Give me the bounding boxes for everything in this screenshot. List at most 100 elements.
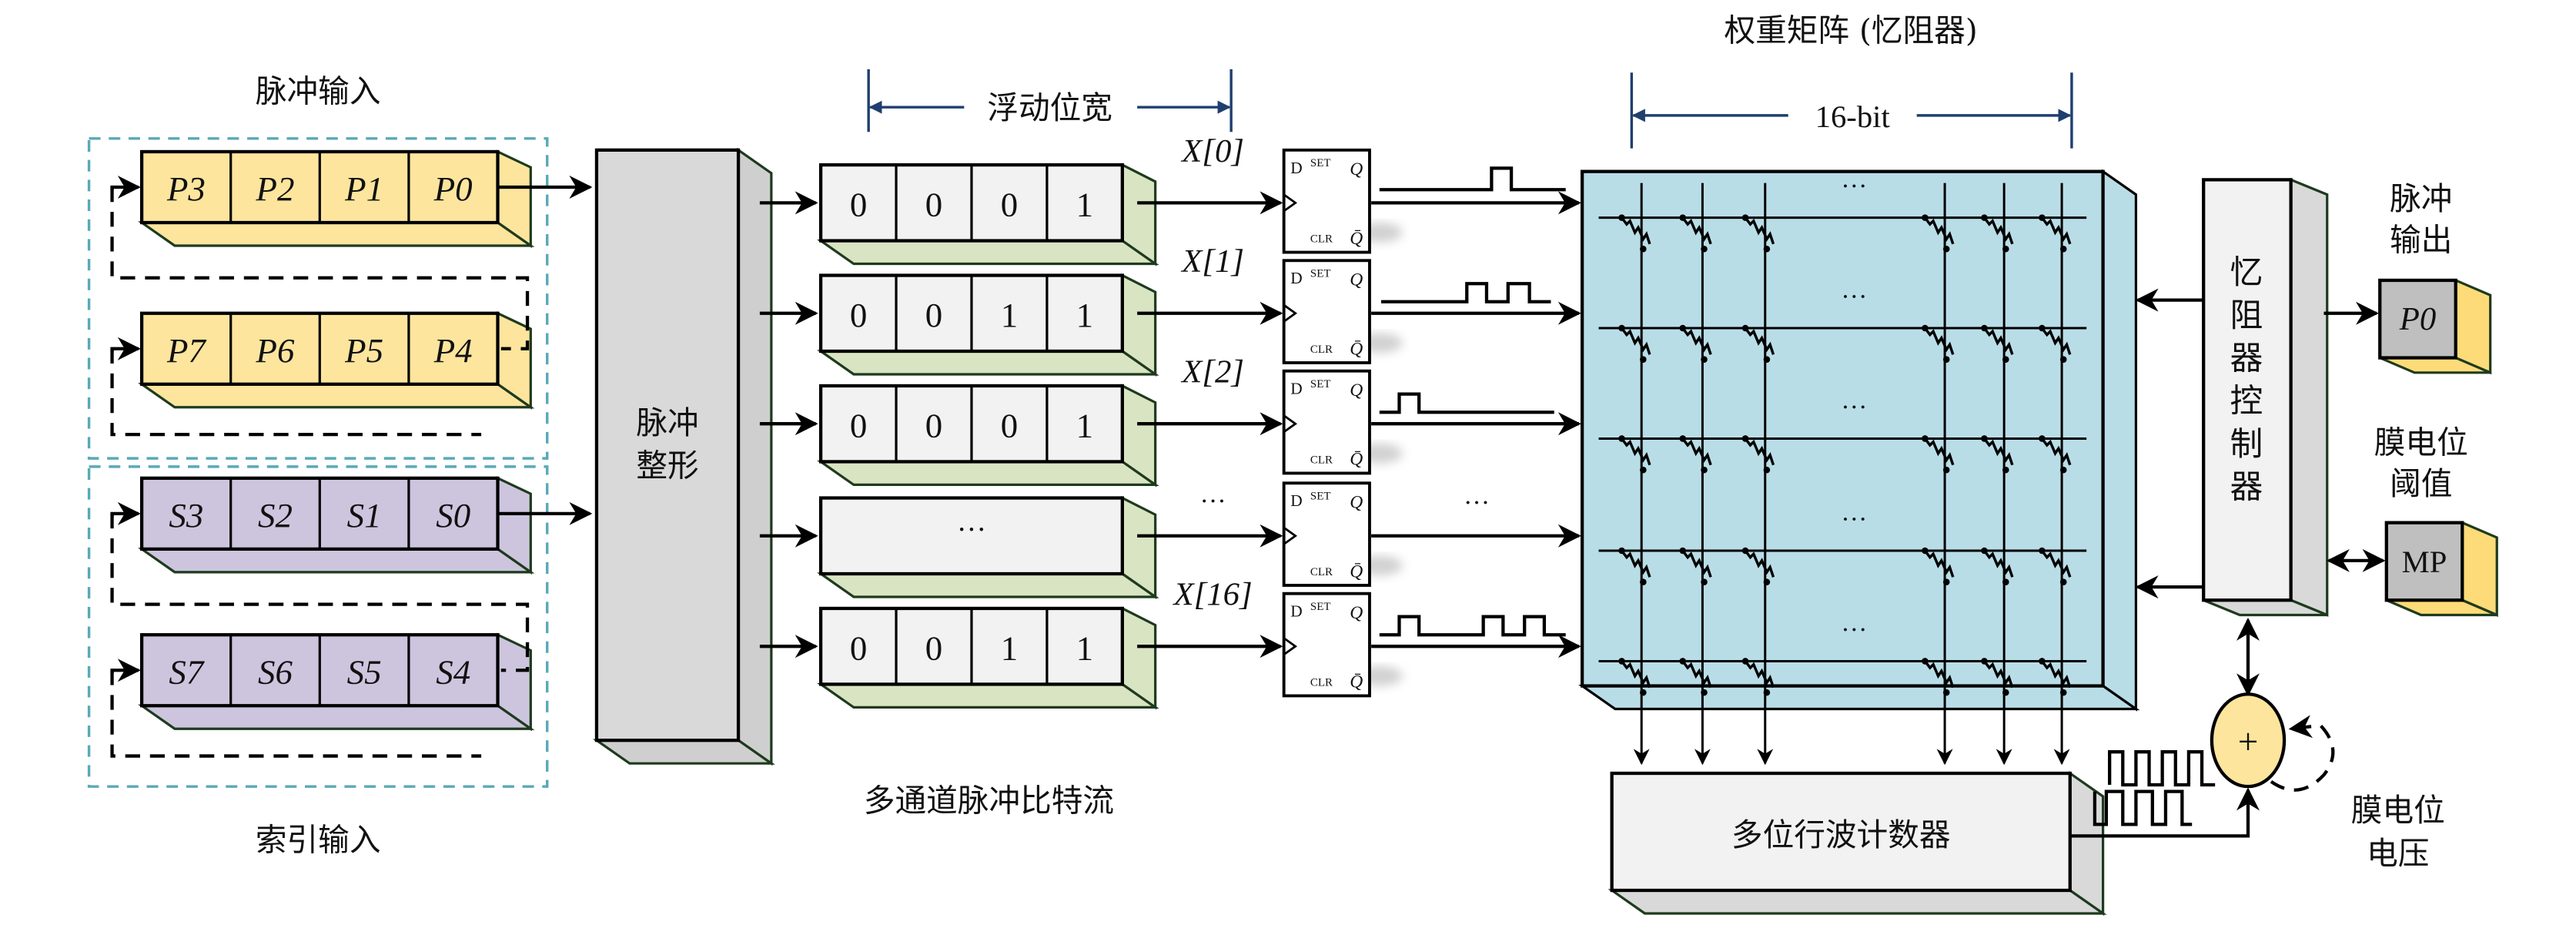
bit-width-dimension: 16-bit [1630, 72, 2073, 149]
adder-symbol: + [2238, 722, 2259, 762]
memristor-icon [1621, 437, 1651, 466]
counter-wave-upper [2108, 750, 2216, 787]
feedback-loop [2270, 715, 2335, 792]
pulse-entry-arrow [110, 337, 141, 360]
svg-text:SET: SET [1310, 268, 1331, 280]
bit-cell: 1 [1076, 406, 1093, 444]
memristor-icon [1744, 660, 1775, 689]
svg-text:Q: Q [1350, 270, 1363, 290]
memristor-icon [1924, 327, 1955, 355]
index-cell: S2 [258, 496, 293, 535]
svg-text:D: D [1290, 159, 1302, 177]
memristor-crossbar: ··············· [1578, 169, 2140, 766]
pulse-waveform [1379, 166, 1566, 192]
stream-ellipsis: ··· [957, 514, 986, 546]
memristor-icon [1924, 660, 1955, 689]
bit-stream-3: ··· [817, 495, 1159, 600]
index-cell: S0 [436, 496, 470, 535]
memristor-icon [1681, 216, 1712, 245]
bit-cell: 0 [925, 296, 942, 334]
pulse-register-1: P7 P6 P5 P4 [138, 311, 535, 410]
svg-text:D: D [1290, 602, 1302, 621]
bit-cell: 0 [1001, 185, 1018, 223]
crossbar-ellipsis: ··· [1841, 392, 1867, 421]
memristor-icon [1924, 216, 1955, 245]
memristor-icon [1681, 437, 1712, 466]
adder: + [2210, 692, 2287, 789]
svg-text:Q̄: Q̄ [1350, 229, 1363, 249]
memristor-icon [1924, 550, 1955, 578]
svg-text:Q: Q [1350, 159, 1363, 179]
pulse-cell: P6 [256, 331, 295, 370]
memristor-icon [1983, 327, 2014, 355]
pulse-output-label-1: 脉冲 [2390, 180, 2452, 217]
crossbar-ellipsis: ··· [1841, 282, 1867, 311]
multichannel-stream-label: 多通道脉冲比特流 [864, 782, 1114, 819]
channel-label: ··· [1199, 487, 1226, 516]
controller-label-char: 阻 [2230, 297, 2263, 335]
channel-label: X[16] [1172, 577, 1252, 613]
bit-width-label: 16-bit [1815, 99, 1891, 134]
svg-text:CLR: CLR [1310, 454, 1333, 467]
controller-label-char: 忆 [2230, 253, 2263, 292]
bit-cell: 0 [850, 185, 867, 223]
crossbar-ellipsis: ··· [1841, 504, 1867, 534]
memristor-icon [1983, 550, 2014, 578]
controller-label-char: 器 [2230, 468, 2263, 507]
weight-matrix-title: 权重矩阵 (忆阻器) [1724, 12, 1977, 49]
bit-cell: 1 [1001, 296, 1018, 334]
pulse-entry-arrow [110, 176, 141, 199]
threshold-register: MP [2384, 521, 2498, 617]
memristor-icon [1983, 437, 2014, 466]
bit-cell: 0 [1001, 406, 1018, 444]
counter-to-adder-arrow [2069, 787, 2260, 838]
pulse-cell: P7 [166, 331, 206, 370]
index-cell: S7 [169, 652, 204, 691]
memristor-icon [1681, 550, 1712, 578]
memristor-icon [1681, 660, 1712, 689]
bit-cell: 0 [850, 296, 867, 334]
svg-text:Q: Q [1350, 380, 1363, 400]
memristor-icon [1621, 660, 1651, 689]
memristor-icon [1621, 550, 1651, 578]
membrane-voltage-label-1: 膜电位 [2351, 792, 2445, 829]
svg-text:D: D [1290, 491, 1302, 510]
bit-cell: 1 [1076, 185, 1093, 223]
svg-text:Q̄: Q̄ [1350, 561, 1363, 581]
svg-text:CLR: CLR [1310, 344, 1333, 356]
svg-text:CLR: CLR [1310, 566, 1333, 578]
memristor-icon [1744, 550, 1775, 578]
pulse-cell: P4 [433, 331, 473, 370]
ripple-counter-label: 多位行波计数器 [1731, 816, 1951, 853]
pulse-cell: P2 [256, 169, 295, 208]
channel-label: X[2] [1180, 354, 1244, 390]
pulse-cell: P5 [344, 331, 383, 370]
pulse-output-value: P0 [2399, 301, 2437, 337]
threshold-label-2: 阈值 [2390, 465, 2452, 502]
threshold-value: MP [2402, 545, 2447, 579]
svg-text:D: D [1290, 380, 1302, 398]
svg-text:CLR: CLR [1310, 233, 1333, 246]
pulse-shaper-label-2: 整形 [636, 447, 698, 484]
memristor-icon [1744, 216, 1775, 245]
memristor-icon [2041, 437, 2072, 466]
svg-text:Q̄: Q̄ [1350, 450, 1363, 470]
memristor-icon [1621, 327, 1651, 355]
controller-label-char: 制 [2230, 425, 2263, 464]
memristor-icon [1983, 216, 2014, 245]
controller-label-char: 器 [2230, 340, 2263, 378]
index-cell: S6 [258, 652, 293, 691]
